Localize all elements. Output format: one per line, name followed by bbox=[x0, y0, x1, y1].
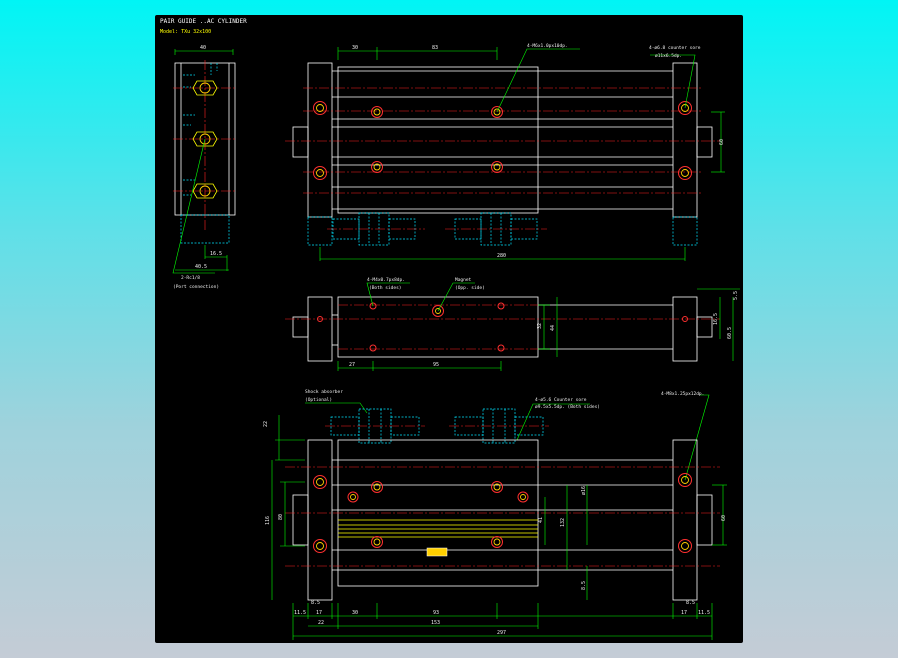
end-view: 40 16.5 40.5 2-Rc1/8 (Port connection) bbox=[172, 45, 237, 290]
dim-front-8-5-a: 8.5 bbox=[311, 600, 320, 606]
dim-side-44: 44 bbox=[550, 325, 556, 331]
dim-front-132: 132 bbox=[560, 518, 566, 527]
cad-drawing: PAIR GUIDE ..AC CYLINDER Model: TXu 32x1… bbox=[160, 18, 740, 640]
dim-front-17-left: 17 bbox=[316, 610, 322, 616]
dim-top-83: 83 bbox=[432, 45, 438, 51]
dim-front-30: 30 bbox=[352, 610, 358, 616]
dim-top-30: 30 bbox=[352, 45, 358, 51]
dim-top-280: 280 bbox=[497, 253, 506, 259]
dim-front-17-right: 17 bbox=[681, 610, 687, 616]
dim-front-22-left: 22 bbox=[263, 421, 269, 427]
side-view: 4-M4x0.7px8dp. (Both sides) Magnet (Opp.… bbox=[285, 277, 740, 371]
note-side-tap: 4-M4x0.7px8dp. bbox=[367, 277, 405, 283]
dim-front-60: 60 bbox=[721, 515, 727, 521]
front-view: Shock absorber (Optional) 4-ø5.6 Counter… bbox=[263, 389, 727, 640]
dim-front-11-5-right: 11.5 bbox=[698, 610, 710, 616]
dim-end-16-5: 16.5 bbox=[210, 251, 222, 257]
note-top-cbore: 4-ø6.8 counter sore bbox=[649, 45, 701, 51]
note-side-magnet: Magnet bbox=[455, 277, 472, 283]
dim-end-40-5: 40.5 bbox=[195, 264, 207, 270]
dim-front-297: 297 bbox=[497, 630, 506, 636]
note-shock: Shock absorber bbox=[305, 389, 343, 395]
drawing-sheet: PAIR GUIDE ..AC CYLINDER Model: TXu 32x1… bbox=[155, 15, 743, 643]
dim-end-width: 40 bbox=[200, 45, 206, 51]
dim-side-5-5: 5.5 bbox=[733, 291, 739, 300]
dim-front-116: 116 bbox=[265, 516, 271, 525]
dim-front-11-5-left: 11.5 bbox=[294, 610, 306, 616]
top-view: 30 83 4-M6x1. bbox=[285, 43, 725, 261]
dim-side-95: 95 bbox=[433, 362, 439, 368]
note-shock-sub: (Optional) bbox=[305, 397, 332, 403]
note-front-right: 4-M8x1.25px12dp. bbox=[661, 391, 704, 397]
dim-side-32: 32 bbox=[537, 323, 543, 329]
note-top-tap: 4-M6x1.0px10dp. bbox=[527, 43, 568, 49]
dim-front-22-bottom: 22 bbox=[318, 620, 324, 626]
dim-top-60: 60 bbox=[719, 139, 725, 145]
model-number: Model: TXu 32x100 bbox=[160, 29, 211, 35]
nameplate bbox=[426, 547, 448, 557]
dim-front-8-5-right: 8.5 bbox=[581, 581, 587, 590]
dim-side-27: 27 bbox=[349, 362, 355, 368]
note-port-sub: (Port connection) bbox=[173, 284, 219, 290]
dim-side-60-5: 60.5 bbox=[727, 327, 733, 339]
dim-front-o16: ø16 bbox=[581, 486, 587, 495]
dim-front-8-5-b: 8.5 bbox=[686, 600, 695, 606]
note-top-cbore-sub: ø11x6.5dp. bbox=[655, 53, 682, 59]
note-port: 2-Rc1/8 bbox=[181, 275, 200, 281]
dim-front-93: 93 bbox=[433, 610, 439, 616]
note-front-mid-sub: ø9.5x5.5dp. (Both sides) bbox=[535, 404, 600, 410]
note-side-magnet-sub: (Opp. side) bbox=[455, 285, 485, 291]
dim-side-16-5: 16.5 bbox=[713, 313, 719, 325]
dim-front-41: 41 bbox=[538, 517, 544, 523]
drawing-title: PAIR GUIDE ..AC CYLINDER bbox=[160, 18, 247, 25]
note-front-mid: 4-ø5.6 Counter sore bbox=[535, 397, 587, 403]
dim-front-153: 153 bbox=[431, 620, 440, 626]
dim-front-80: 80 bbox=[278, 514, 284, 520]
note-side-tap-sub: (Both sides) bbox=[369, 285, 402, 291]
